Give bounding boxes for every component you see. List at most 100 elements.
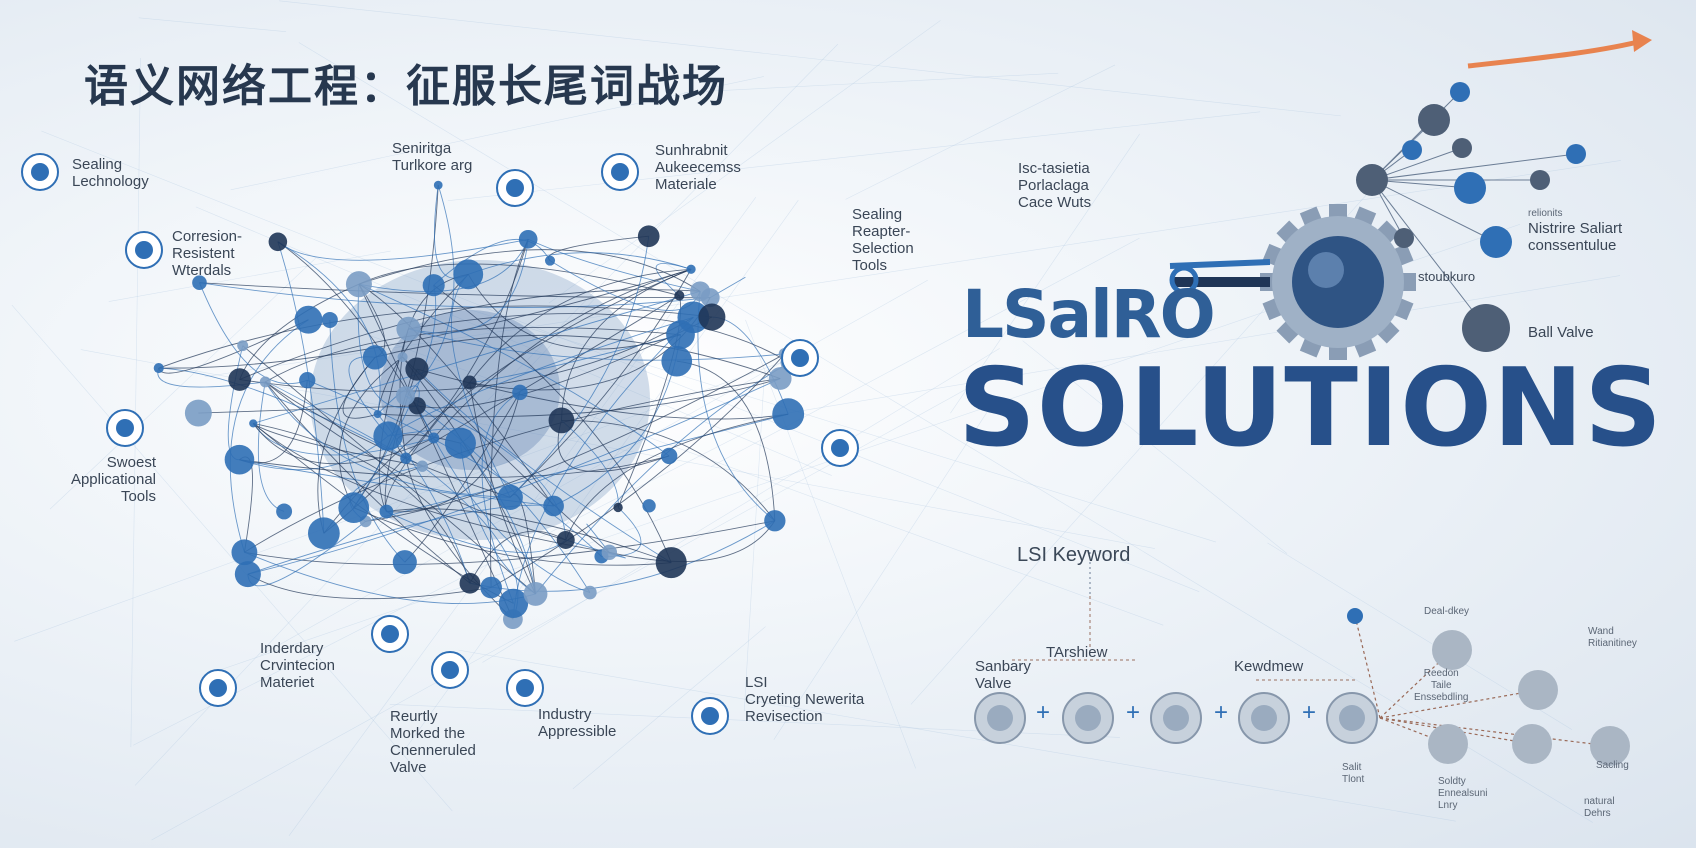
bg-line xyxy=(279,0,1341,117)
network-node xyxy=(259,376,271,388)
network-node xyxy=(362,345,388,370)
bg-line xyxy=(230,76,764,191)
bg-line xyxy=(482,348,1000,663)
network-node xyxy=(601,544,618,561)
br-edge xyxy=(1379,717,1611,747)
network-node xyxy=(698,303,726,331)
network-node xyxy=(268,232,288,252)
network-edge xyxy=(586,523,610,553)
network-node xyxy=(192,275,207,291)
network-node xyxy=(498,588,529,619)
network-node xyxy=(373,410,382,419)
label-reurtly: Reurtly Morked the Cnenneruled Valve xyxy=(390,708,476,776)
network-node xyxy=(299,372,316,389)
label-icon xyxy=(116,419,134,437)
network-edge xyxy=(469,530,566,584)
network-edge xyxy=(199,282,711,308)
label-nistrire: Nistrire Saliart conssentulue xyxy=(1528,220,1623,254)
chain-node-inner xyxy=(1075,705,1101,731)
cluster-node xyxy=(1480,226,1512,258)
network-edge xyxy=(358,283,554,507)
cluster-node xyxy=(1418,104,1450,136)
network-edge xyxy=(709,277,746,299)
label-industry-appr: Industry Appressible xyxy=(538,706,617,740)
network-edge xyxy=(239,289,701,380)
cluster-edge xyxy=(1371,179,1471,189)
br-edge xyxy=(1379,689,1539,719)
network-edge xyxy=(158,319,309,374)
network-node xyxy=(480,576,502,599)
cluster-node xyxy=(1356,164,1388,196)
network-node xyxy=(544,255,556,266)
network-edge xyxy=(549,260,701,311)
network-edge xyxy=(358,263,680,296)
network-edge xyxy=(323,268,692,534)
network-node xyxy=(642,499,656,513)
label-reedon: Reedon Taile Enssebdling xyxy=(1414,668,1469,703)
network-node xyxy=(764,510,786,532)
bg-line xyxy=(1022,340,1288,554)
network-edge xyxy=(244,378,781,553)
network-edge xyxy=(402,356,610,553)
br-node xyxy=(1347,608,1363,624)
network-edge xyxy=(561,420,619,508)
cluster-edge xyxy=(1371,179,1487,329)
network-node xyxy=(379,504,394,519)
network-edge xyxy=(239,455,670,479)
network-edge xyxy=(277,238,529,261)
network-node xyxy=(405,357,429,381)
network-edge xyxy=(565,539,626,559)
cluster-edge xyxy=(1371,91,1461,181)
cluster-node xyxy=(1394,228,1414,248)
network-node xyxy=(548,407,575,434)
chain-node-inner xyxy=(1339,705,1365,731)
network-edge xyxy=(247,521,366,587)
network-node xyxy=(228,368,251,391)
bg-line xyxy=(454,304,1217,543)
br-node xyxy=(1432,630,1472,670)
page-title: 语义网络工程：征服长尾词战场 xyxy=(84,61,728,112)
bg-line xyxy=(404,199,799,750)
br-edge xyxy=(1379,717,1533,745)
network-edge xyxy=(460,442,536,595)
label-deal-key: Deal-dkey xyxy=(1424,606,1470,617)
cluster-node xyxy=(1462,304,1510,352)
network-node xyxy=(512,384,528,401)
network-edge xyxy=(247,573,492,600)
network-edge xyxy=(386,392,521,513)
network-node xyxy=(395,386,415,406)
network-edge xyxy=(277,241,381,415)
orange-arrow xyxy=(1467,37,1647,69)
network-node xyxy=(613,502,623,513)
network-edge xyxy=(365,353,785,522)
network-node xyxy=(674,290,685,301)
network-node xyxy=(397,351,408,363)
network-edge xyxy=(459,443,536,595)
label-industry-materials: Inderdary Crvintecion Materiet xyxy=(260,640,336,691)
network-node xyxy=(655,547,687,579)
label-icon xyxy=(516,679,534,697)
network-edge xyxy=(433,268,692,439)
lsi-keyword-label: LSI Keyword xyxy=(1017,544,1131,566)
network-node xyxy=(583,585,597,600)
network-node xyxy=(307,517,340,550)
bg-line xyxy=(458,649,1456,822)
network-edge xyxy=(468,252,692,275)
br-node xyxy=(1590,726,1630,766)
label-icon xyxy=(611,163,629,181)
label-icon xyxy=(441,661,459,679)
network-node xyxy=(224,444,255,475)
bg-line xyxy=(130,57,141,748)
network-node xyxy=(428,432,440,444)
network-edge xyxy=(229,319,309,553)
network-node xyxy=(768,367,792,390)
bg-line xyxy=(195,206,832,476)
chain-plus-3: + xyxy=(1214,699,1229,726)
gear-highlight xyxy=(1308,252,1344,288)
network-edge xyxy=(469,268,692,383)
network-edge xyxy=(405,295,680,459)
br-edge xyxy=(1379,649,1453,719)
label-sanbary: Sanbary Valve xyxy=(975,658,1031,692)
label-stoubkuro: stoubkuro xyxy=(1418,269,1476,284)
br-node xyxy=(1518,670,1558,710)
